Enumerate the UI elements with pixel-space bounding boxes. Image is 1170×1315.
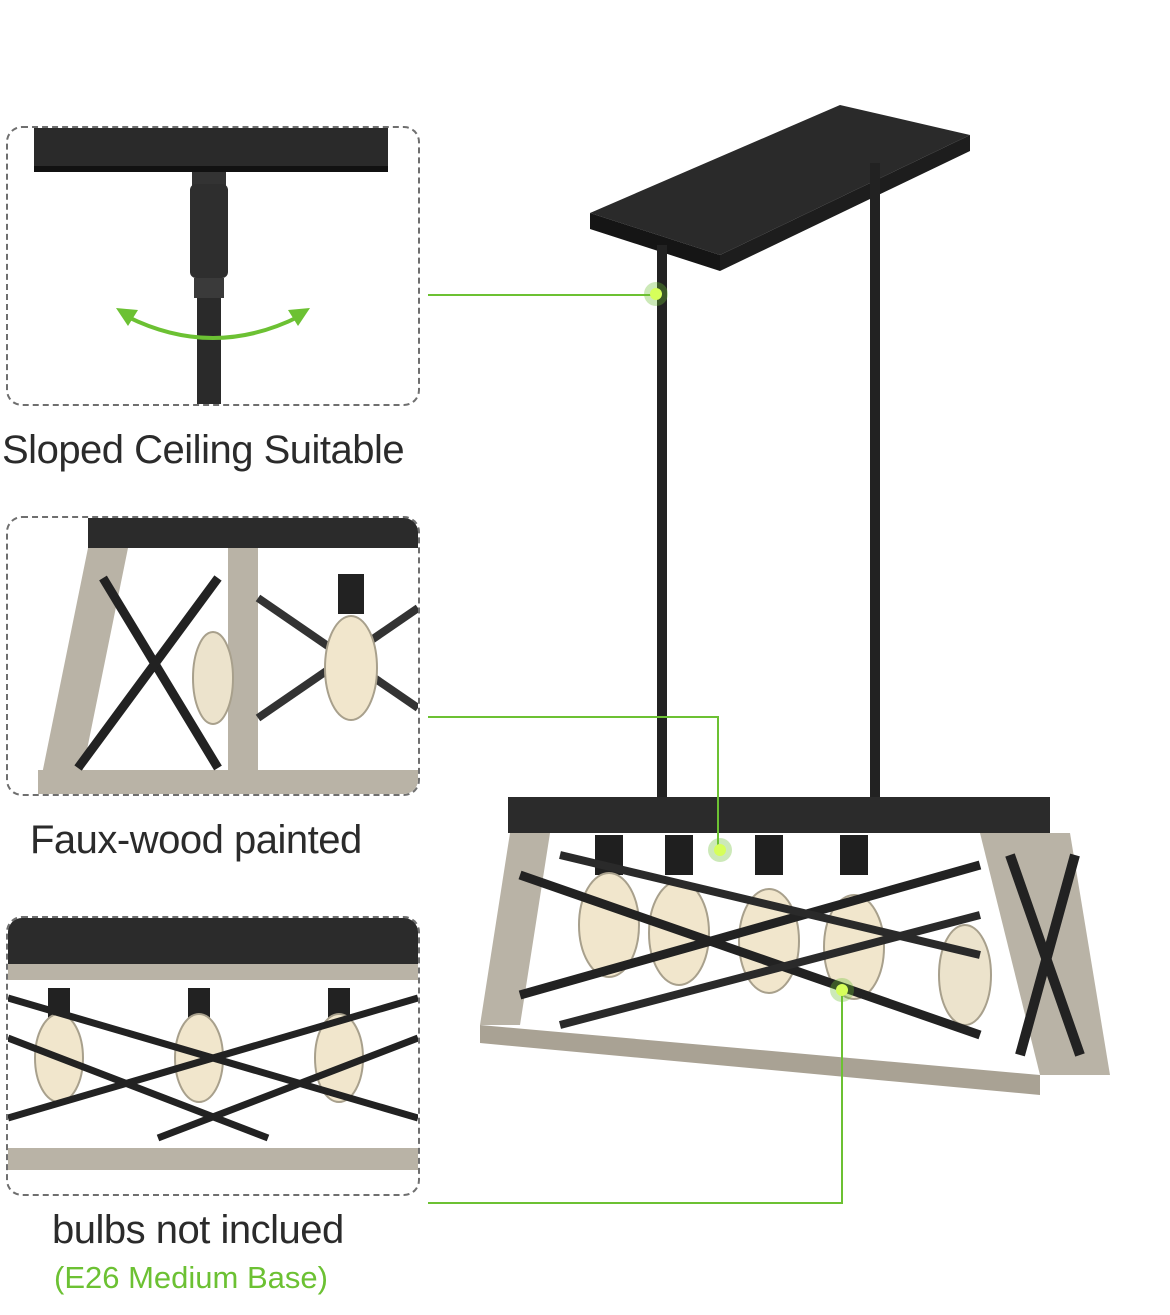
wood-frame-bottom bbox=[480, 1025, 1040, 1095]
canopy-plate bbox=[34, 128, 388, 172]
ceiling-canopy bbox=[590, 105, 970, 255]
sloped-ceiling-detail-panel bbox=[6, 126, 420, 406]
caption-sloped-ceiling: Sloped Ceiling Suitable bbox=[2, 428, 405, 472]
faux-wood-detail-panel bbox=[6, 516, 420, 796]
swivel-arrow bbox=[125, 314, 301, 340]
caption-bulbs: bulbs not inclued bbox=[52, 1208, 344, 1252]
arrow-left-icon bbox=[116, 308, 138, 326]
wood-frame-left bbox=[480, 833, 550, 1025]
swivel-joint-illustration bbox=[34, 128, 388, 404]
caption-faux-wood: Faux-wood painted bbox=[30, 818, 362, 862]
frame-top-cap bbox=[88, 518, 418, 548]
faux-wood-frame-illustration bbox=[38, 518, 418, 794]
bulb bbox=[324, 615, 378, 721]
frame-top-cap bbox=[508, 797, 1050, 833]
down-rod bbox=[197, 298, 221, 404]
bulb bbox=[938, 924, 992, 1026]
down-rod-left bbox=[657, 245, 667, 805]
wood-frame-side bbox=[38, 548, 128, 794]
bulbs-detail-panel bbox=[6, 916, 420, 1196]
bulbs-illustration bbox=[8, 918, 418, 1170]
down-rod-right bbox=[870, 163, 880, 803]
caption-bulb-base: (E26 Medium Base) bbox=[54, 1260, 328, 1295]
pendant-light-fixture bbox=[480, 105, 1110, 1095]
swivel-joint bbox=[190, 184, 228, 278]
frame-top-cap bbox=[8, 918, 418, 964]
arrow-right-icon bbox=[288, 308, 310, 326]
